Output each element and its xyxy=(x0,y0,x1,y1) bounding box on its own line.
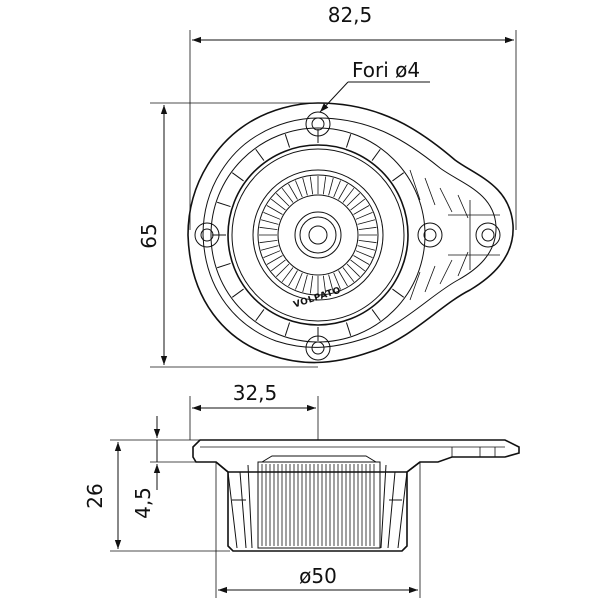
rib-line xyxy=(392,288,405,298)
body-outer-ring xyxy=(227,144,409,326)
knurl-tooth xyxy=(346,192,361,207)
knurl-tooth xyxy=(260,245,279,251)
dim-total-height: 26 xyxy=(83,439,230,552)
knurl-tooth xyxy=(358,226,377,231)
knurl-tooth xyxy=(288,270,298,287)
mounting-hole-icon xyxy=(194,222,220,248)
knurl-tooth xyxy=(355,250,373,258)
knurl-tooth xyxy=(288,183,298,200)
mounting-hole-icon xyxy=(475,222,501,248)
rib-line xyxy=(231,288,244,298)
knurl-tooth xyxy=(259,226,278,231)
rib-line xyxy=(392,172,405,182)
plate-inner-outline xyxy=(202,117,497,348)
knurl-tooth xyxy=(302,177,308,196)
knurl-tooth xyxy=(295,272,303,290)
knurl-tooth xyxy=(328,274,334,293)
rib-ring-outer xyxy=(210,127,426,343)
knurl-tooth xyxy=(295,180,303,198)
knurl-tooth xyxy=(260,219,279,225)
dim-flange-height: 4,5 xyxy=(131,416,200,519)
rib-line xyxy=(255,148,265,161)
top-view: VOLPATO xyxy=(187,102,514,364)
rib-line xyxy=(255,309,265,322)
rib-line xyxy=(217,201,231,208)
knurl-tooth xyxy=(353,205,370,215)
plate-outline xyxy=(187,102,514,364)
knurl-tooth xyxy=(350,198,366,211)
dim-inner-width: 32,5 xyxy=(189,381,319,440)
knurl-tooth xyxy=(346,263,361,278)
knurl-tooth xyxy=(309,275,314,294)
knurl-lines xyxy=(261,464,375,546)
dim-total-height-label: 26 xyxy=(83,483,107,508)
rib-line xyxy=(284,134,291,148)
body-ring-2 xyxy=(231,148,405,322)
knurl-tooth xyxy=(266,255,283,265)
body-ring-3 xyxy=(252,169,384,301)
rib-line xyxy=(371,148,381,161)
hub-inner xyxy=(308,225,328,245)
knurl-tooth xyxy=(350,259,366,272)
knurl-tooth xyxy=(263,250,281,258)
knurl-tooth xyxy=(338,270,348,287)
dim-top-width-label: 82,5 xyxy=(328,3,373,27)
mounting-hole-icon xyxy=(305,111,331,137)
knurl-tooth xyxy=(270,198,286,211)
knurl-tooth xyxy=(309,176,314,195)
knurl-ring-outer xyxy=(257,174,379,296)
knurl-tooth xyxy=(342,267,355,283)
knurl-tooth xyxy=(302,274,308,293)
knurl-tooth xyxy=(281,187,294,203)
dim-hole-leader: Fori ø4 xyxy=(319,58,430,113)
knurl-tooth xyxy=(281,267,294,283)
hub-outer xyxy=(294,211,342,259)
mounting-hole-icon xyxy=(417,222,443,248)
flange-outline xyxy=(192,439,520,473)
knurl-tooth xyxy=(322,176,327,195)
knurl-tooth xyxy=(357,219,376,225)
side-view xyxy=(192,439,520,552)
knurl-tooth xyxy=(338,183,348,200)
rib-line xyxy=(345,134,352,148)
dim-diameter-label: ø50 xyxy=(299,564,337,588)
knurl-tooth xyxy=(353,255,370,265)
knurl-tooth xyxy=(333,272,341,290)
dim-diameter: ø50 xyxy=(215,462,421,598)
body-outline xyxy=(215,461,421,552)
knurl-tooth xyxy=(275,192,290,207)
knurl-tooth xyxy=(275,263,290,278)
tail-ribs xyxy=(409,169,500,301)
dim-height: 65 xyxy=(137,102,318,368)
dim-hole-label: Fori ø4 xyxy=(352,58,420,82)
knurl-tooth xyxy=(355,212,373,220)
knurl-tooth xyxy=(266,205,283,215)
knurl-tooth xyxy=(342,187,355,203)
mounting-hole-icon xyxy=(305,335,331,361)
dim-top-width: 82,5 xyxy=(189,3,517,230)
hub-middle xyxy=(299,216,337,254)
knurl-teeth xyxy=(259,176,377,294)
knurl-tooth xyxy=(270,259,286,272)
rib-line xyxy=(217,262,231,269)
knurl-tooth xyxy=(328,177,334,196)
knurl-ring-inner xyxy=(277,194,359,276)
rib-line xyxy=(371,309,381,322)
rib-line xyxy=(284,322,291,336)
knurl-tooth xyxy=(357,245,376,251)
rib-line xyxy=(345,322,352,336)
rib-line xyxy=(231,172,244,182)
knurl-tooth xyxy=(263,212,281,220)
dim-height-label: 65 xyxy=(137,223,161,248)
knurl-tooth xyxy=(322,275,327,294)
knurled-cylinder xyxy=(257,461,381,549)
dim-inner-width-label: 32,5 xyxy=(233,381,278,405)
knurl-tooth xyxy=(358,239,377,244)
knurl-tooth xyxy=(333,180,341,198)
dim-flange-height-label: 4,5 xyxy=(131,487,155,519)
knurl-tooth xyxy=(259,239,278,244)
